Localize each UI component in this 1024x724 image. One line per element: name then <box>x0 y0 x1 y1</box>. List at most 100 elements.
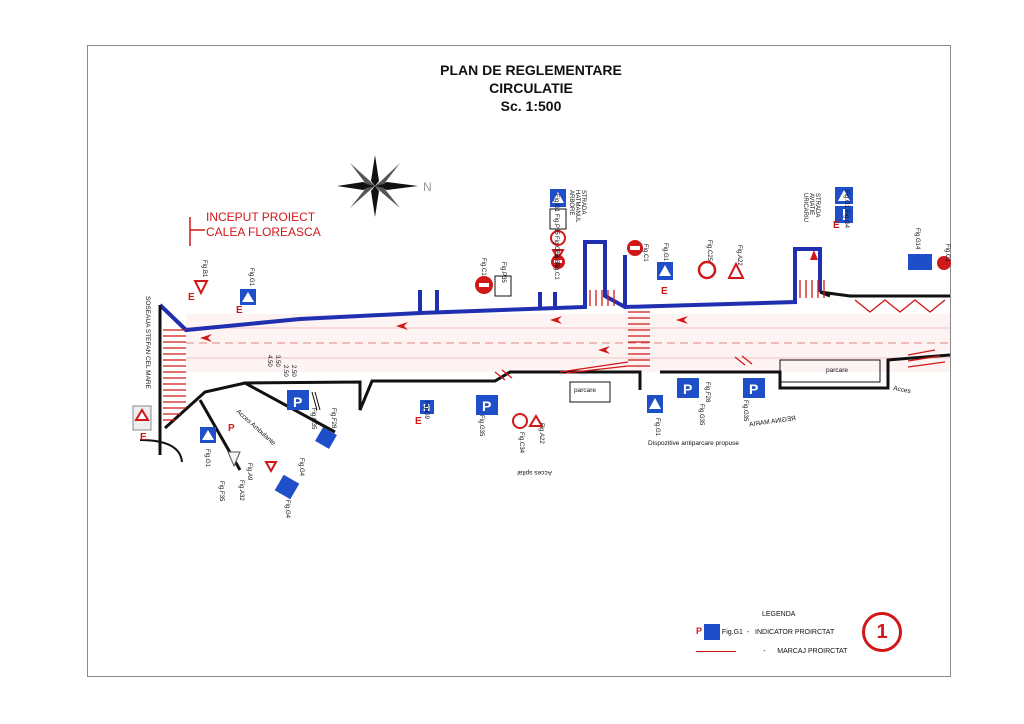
crossing-aviatie <box>799 280 946 368</box>
legend-row-indicator: P Fig.G1 - INDICATOR PROIRCTAT <box>696 624 834 640</box>
svg-text:P: P <box>683 381 692 397</box>
no-entry-sign-icon <box>512 413 528 429</box>
sign-code-label: Fig.G1 <box>662 243 668 262</box>
prohibition-sign-icon <box>697 260 717 280</box>
plan-subtitle: CIRCULATIE <box>489 80 573 96</box>
label-dispozitive: Dispozitive antiparcare propuse <box>648 440 739 447</box>
svg-text:E: E <box>236 305 243 316</box>
pedestrian-crossings <box>163 280 946 421</box>
sign-code-label: Fig.C25 <box>553 236 559 258</box>
sign-code-label: Fig.F35 <box>218 481 224 502</box>
prohibition-sign-icon <box>550 230 566 246</box>
svg-text:E: E <box>415 416 422 427</box>
lane-width-3: 2.50 <box>282 365 288 377</box>
svg-text:P: P <box>482 398 491 414</box>
sign-code-label: Fig.C1 <box>642 244 648 262</box>
sign-code-label: Fig.F28 <box>330 408 336 429</box>
sign-code-label: Fig.G1 <box>204 449 210 468</box>
parking-sign-icon <box>743 378 765 398</box>
street-regina-maria: REGINA MARIA <box>748 415 796 429</box>
svg-text:E: E <box>833 220 840 231</box>
svg-text:P: P <box>228 423 235 434</box>
traffic-signs: P H P P P <box>132 187 951 500</box>
roadway <box>186 314 950 372</box>
warning-sign-icon <box>727 261 745 279</box>
parking-sign-icon <box>287 390 309 410</box>
sign-code-label: Fig.F28 <box>704 382 710 403</box>
zigzag-marking <box>854 299 946 313</box>
svg-text:P: P <box>749 381 758 397</box>
sign-code-label: Fig.G1 <box>654 418 660 437</box>
svg-text:P: P <box>293 394 302 410</box>
sign-code-label: Fig.G1 <box>248 268 254 287</box>
legend-row-marking: - MARCAJ PROIRCTAT <box>696 648 847 655</box>
parking-sign-icon <box>315 427 337 449</box>
lane-width-1: 4.50 <box>266 355 272 367</box>
sign-code-label: Fig.C1 <box>944 244 950 262</box>
direction-sign-icon <box>274 474 300 500</box>
legend-title: LEGENDA <box>762 611 796 618</box>
sign-code-label: Fig.P35 <box>500 262 506 283</box>
legend-row1-text: INDICATOR PROIRCTAT <box>755 628 835 636</box>
legend-row2-text: MARCAJ PROIRCTAT <box>777 648 848 655</box>
start-marker-arrow <box>189 217 205 246</box>
sign-code-label: Fig.G35 <box>698 404 704 426</box>
crossing-left <box>163 329 186 421</box>
start-marker-line2: CALEA FLOREASCA <box>206 225 321 239</box>
street-stefan-cel-mare: SOSEAUA STEFAN CEL MARE <box>144 296 151 390</box>
legend-row1-code: Fig.G1 <box>721 628 743 636</box>
yield-sign-icon <box>193 280 209 296</box>
sign-code-label: Fig.B1 <box>201 260 207 278</box>
sign-code-label: Fig.G1 <box>843 190 849 209</box>
sign-code-label: Fig.G35 <box>742 400 748 422</box>
sign-code-label: Fig.G1 <box>553 194 559 213</box>
start-marker-line1: INCEPUT PROIECT <box>206 210 316 224</box>
legend-sign-icon <box>703 624 720 640</box>
sign-code-label: Fig.B1 <box>553 250 559 268</box>
project-edge-north <box>158 240 822 333</box>
hospital-sign-icon <box>420 400 434 414</box>
sign-code-label: Fig.G9 <box>423 401 429 420</box>
crossing-hatmanul <box>559 290 650 374</box>
legend-p-icon: P <box>696 625 703 636</box>
sign-code-label: Fig.A22 <box>538 423 544 444</box>
lane-width-4: 2.50 <box>290 365 296 377</box>
svg-text:E: E <box>188 292 195 303</box>
info-sign-icon <box>908 254 932 270</box>
legend-row2-dash: - <box>763 648 766 655</box>
sign-code-label: Fig.G4 <box>298 458 304 477</box>
label-acces-right: Acces <box>893 385 912 395</box>
sign-code-label: Fig.A32 <box>238 480 244 501</box>
parking-areas <box>311 359 881 411</box>
svg-text:E: E <box>661 286 668 297</box>
plan-title: PLAN DE REGLEMENTARE <box>440 62 622 78</box>
lane-width-2: 3.50 <box>274 355 280 367</box>
sign-code-label: Fig.G4 <box>284 500 290 519</box>
street-aviatie: STRADA AVIATIE URICARIU <box>802 193 820 223</box>
sign-code-label: Fig.G35 <box>478 415 484 437</box>
sheet-number-badge: 1 <box>862 612 902 652</box>
parking-sign-icon <box>476 395 498 415</box>
island-hatch <box>494 355 753 381</box>
sign-code-label: Fig.C25 <box>706 240 712 262</box>
parking-sign-icon <box>677 378 699 398</box>
svg-text:H: H <box>423 403 430 414</box>
sign-code-label: Fig.G14 <box>914 228 920 250</box>
no-entry-sign-icon <box>937 256 951 270</box>
sign-code-label: Fig.G4 <box>843 210 849 229</box>
label-acces-spital: Acces spital <box>517 469 552 476</box>
plan-scale: Sc. 1:500 <box>500 98 562 114</box>
sign-code-label: Fig.C1 <box>553 262 559 280</box>
lane-arrows <box>200 250 818 354</box>
sign-code-label: Fig.A22 <box>736 245 742 266</box>
compass-rose-icon: N <box>337 155 432 217</box>
sign-code-label: Fig.A9 <box>246 463 252 481</box>
compass-north-letter: N <box>423 180 432 194</box>
label-parcare-2: parcare <box>826 367 848 374</box>
label-acces-ambulante: Acces Ambulante <box>235 408 277 447</box>
sign-code-label: Fig.G35 <box>310 408 316 430</box>
legend-marking-line <box>696 650 736 652</box>
label-parcare-1: parcare <box>574 387 596 394</box>
